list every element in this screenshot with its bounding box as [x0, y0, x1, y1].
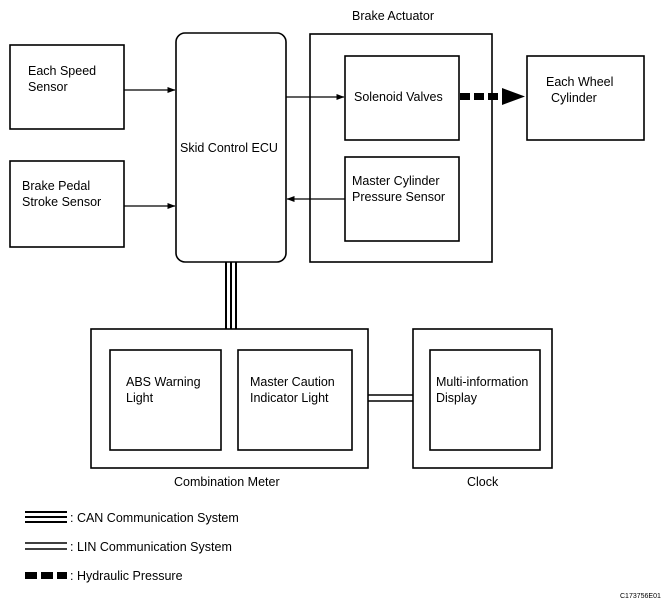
hydraulic-dash-2: [474, 93, 484, 100]
master-cylinder-pressure-sensor-label-line1: Master Cylinder: [352, 174, 440, 188]
legend-can-symbol: [25, 511, 67, 523]
each-wheel-cylinder-label-line2: Cylinder: [551, 91, 597, 105]
each-speed-sensor-label-line2: Sensor: [28, 80, 68, 94]
master-caution-indicator-light-box: [237, 349, 353, 451]
clock-block: Multi-information Display Clock: [412, 328, 553, 489]
hydraulic-dash-1: [460, 93, 470, 100]
clock-label: Clock: [467, 475, 499, 489]
multi-information-display-label-line1: Multi-information: [436, 375, 528, 389]
combination-meter-block: ABS Warning Light Master Caution Indicat…: [90, 328, 369, 489]
each-speed-sensor-block: Each Speed Sensor: [9, 44, 125, 130]
each-wheel-cylinder-block: Each Wheel Cylinder: [526, 55, 645, 141]
master-caution-indicator-light-label-line2: Indicator Light: [250, 391, 329, 405]
hydraulic-dash-3: [488, 93, 498, 100]
brake-pedal-stroke-sensor-block: Brake Pedal Stroke Sensor: [9, 160, 125, 248]
figure-code: C173756E01: [620, 593, 661, 600]
abs-warning-light-label-line2: Light: [126, 391, 154, 405]
brake-actuator-label: Brake Actuator: [352, 9, 434, 23]
hydraulic-arrowhead: [502, 88, 525, 105]
master-caution-indicator-light-label-line1: Master Caution: [250, 375, 335, 389]
legend-hydraulic-label: : Hydraulic Pressure: [70, 569, 183, 583]
lin-bus-meter-to-clock: [368, 394, 413, 402]
skid-control-ecu-label: Skid Control ECU: [180, 141, 278, 155]
brake-pedal-stroke-sensor-box: [9, 160, 125, 248]
each-speed-sensor-label-line1: Each Speed: [28, 64, 96, 78]
abs-warning-light-box: [109, 349, 222, 451]
skid-control-ecu-block: Skid Control ECU: [175, 32, 287, 263]
hydraulic-pressure-arrow: [460, 88, 525, 105]
solenoid-valves-box: [344, 55, 460, 141]
solenoid-valves-label: Solenoid Valves: [354, 90, 443, 104]
brake-pedal-stroke-sensor-label-line1: Brake Pedal: [22, 179, 90, 193]
legend-hydraulic-symbol: [25, 572, 67, 579]
master-cylinder-pressure-sensor-box: [344, 156, 460, 242]
legend-can-label: : CAN Communication System: [70, 511, 239, 525]
each-speed-sensor-box: [9, 44, 125, 130]
combination-meter-label: Combination Meter: [174, 475, 280, 489]
can-bus-ecu-to-meter: [225, 262, 237, 329]
each-wheel-cylinder-label-line1: Each Wheel: [546, 75, 613, 89]
brake-pedal-stroke-sensor-label-line2: Stroke Sensor: [22, 195, 101, 209]
legend-lin-symbol: [25, 542, 67, 550]
each-wheel-cylinder-box: [526, 55, 645, 141]
brake-actuator-block: Brake Actuator Solenoid Valves Master Cy…: [309, 9, 493, 263]
multi-information-display-box: [429, 349, 541, 451]
master-cylinder-pressure-sensor-label-line2: Pressure Sensor: [352, 190, 445, 204]
legend: : CAN Communication System : LIN Communi…: [25, 511, 239, 583]
multi-information-display-label-line2: Display: [436, 391, 478, 405]
legend-lin-label: : LIN Communication System: [70, 540, 232, 554]
abs-warning-light-label-line1: ABS Warning: [126, 375, 201, 389]
